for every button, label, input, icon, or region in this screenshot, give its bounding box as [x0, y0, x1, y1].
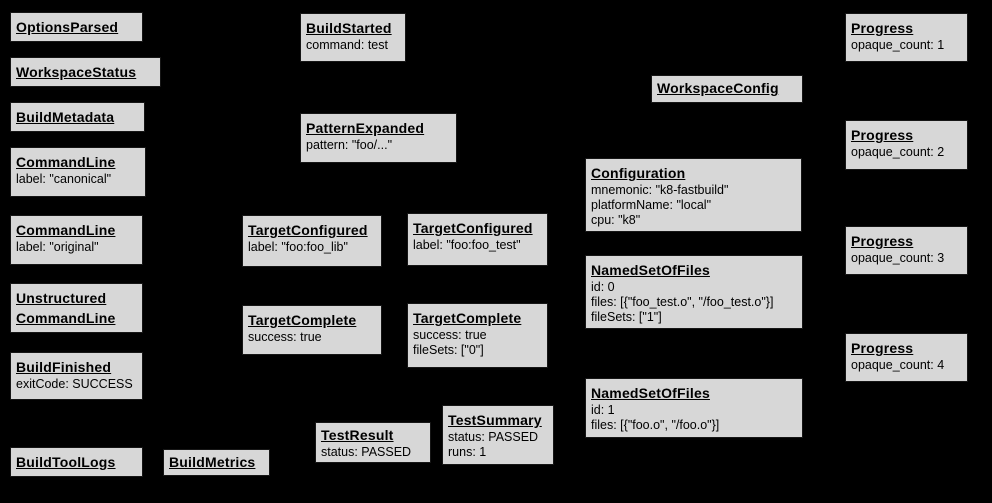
node-title: NamedSetOfFiles — [591, 385, 710, 401]
node-target-complete-foo-lib: TargetComplete success: true — [242, 305, 382, 355]
node-field: cpu: "k8" — [591, 213, 641, 227]
node-title: NamedSetOfFiles — [591, 262, 710, 278]
node-title: OptionsParsed — [16, 19, 119, 35]
node-title: WorkspaceStatus — [16, 64, 137, 80]
node-field: label: "foo:foo_test" — [413, 238, 521, 252]
node-title: Progress — [851, 127, 914, 143]
node-title: BuildFinished — [16, 359, 112, 375]
node-field: status: PASSED — [448, 430, 539, 444]
node-pattern-expanded: PatternExpanded pattern: "foo/..." — [300, 113, 457, 163]
node-field: mnemonic: "k8-fastbuild" — [591, 183, 729, 197]
node-field: status: PASSED — [321, 445, 412, 459]
node-field: opaque_count: 3 — [851, 251, 945, 265]
node-field: pattern: "foo/..." — [306, 138, 393, 152]
node-title: BuildMetrics — [169, 454, 256, 470]
node-field: success: true — [413, 328, 487, 342]
node-field: id: 1 — [591, 403, 615, 417]
node-progress-4: Progress opaque_count: 4 — [845, 333, 968, 382]
node-title: Unstructured CommandLine — [16, 290, 116, 326]
node-title: BuildMetadata — [16, 109, 115, 125]
node-title: WorkspaceConfig — [657, 80, 779, 96]
node-field: success: true — [248, 330, 322, 344]
node-title: CommandLine — [16, 154, 116, 170]
node-field: label: "canonical" — [16, 172, 112, 186]
node-build-metadata: BuildMetadata — [10, 102, 145, 132]
node-build-finished: BuildFinished exitCode: SUCCESS — [10, 352, 143, 400]
node-build-started: BuildStarted command: test — [300, 13, 406, 62]
node-test-result: TestResult status: PASSED — [315, 422, 431, 463]
node-field: label: "original" — [16, 240, 99, 254]
node-named-set-of-files-0: NamedSetOfFiles id: 0 files: [{"foo_test… — [585, 255, 803, 329]
node-field: platformName: "local" — [591, 198, 712, 212]
node-field: fileSets: ["0"] — [413, 343, 484, 357]
node-title: TestSummary — [448, 412, 542, 428]
node-title: TargetComplete — [413, 310, 522, 326]
node-workspace-config: WorkspaceConfig — [651, 75, 803, 103]
node-field: id: 0 — [591, 280, 615, 294]
node-title: CommandLine — [16, 222, 116, 238]
node-field: fileSets: ["1"] — [591, 310, 662, 324]
node-field: command: test — [306, 38, 388, 52]
node-progress-2: Progress opaque_count: 2 — [845, 120, 968, 170]
node-field: opaque_count: 2 — [851, 145, 945, 159]
node-target-complete-foo-test: TargetComplete success: true fileSets: [… — [407, 303, 548, 368]
node-command-line-original: CommandLine label: "original" — [10, 215, 143, 265]
node-unstructured-command-line: Unstructured CommandLine — [10, 283, 143, 333]
node-workspace-status: WorkspaceStatus — [10, 57, 161, 87]
node-title: Configuration — [591, 165, 686, 181]
node-title: Progress — [851, 20, 914, 36]
node-title: BuildStarted — [306, 20, 392, 36]
node-title: Progress — [851, 340, 914, 356]
node-build-tool-logs: BuildToolLogs — [10, 447, 143, 477]
node-title: BuildToolLogs — [16, 454, 116, 470]
node-named-set-of-files-1: NamedSetOfFiles id: 1 files: [{"foo.o", … — [585, 378, 803, 438]
node-field: exitCode: SUCCESS — [16, 377, 133, 391]
node-command-line-canonical: CommandLine label: "canonical" — [10, 147, 146, 197]
node-title: Progress — [851, 233, 914, 249]
node-title: PatternExpanded — [306, 120, 425, 136]
node-build-metrics: BuildMetrics — [163, 449, 270, 476]
node-test-summary: TestSummary status: PASSED runs: 1 — [442, 405, 554, 465]
node-configuration: Configuration mnemonic: "k8-fastbuild" p… — [585, 158, 802, 232]
node-field: label: "foo:foo_lib" — [248, 240, 348, 254]
node-title: TestResult — [321, 427, 394, 443]
node-field: opaque_count: 4 — [851, 358, 945, 372]
node-title: TargetConfigured — [413, 220, 533, 236]
node-progress-3: Progress opaque_count: 3 — [845, 226, 968, 275]
node-target-configured-foo-test: TargetConfigured label: "foo:foo_test" — [407, 213, 548, 266]
node-title: TargetConfigured — [248, 222, 368, 238]
node-options-parsed: OptionsParsed — [10, 12, 143, 42]
node-progress-1: Progress opaque_count: 1 — [845, 13, 968, 62]
node-field: opaque_count: 1 — [851, 38, 945, 52]
node-target-configured-foo-lib: TargetConfigured label: "foo:foo_lib" — [242, 215, 382, 267]
node-title: TargetComplete — [248, 312, 357, 328]
node-field: files: [{"foo_test.o", "/foo_test.o"}] — [591, 295, 774, 309]
node-field: files: [{"foo.o", "/foo.o"}] — [591, 418, 720, 432]
node-field: runs: 1 — [448, 445, 487, 459]
